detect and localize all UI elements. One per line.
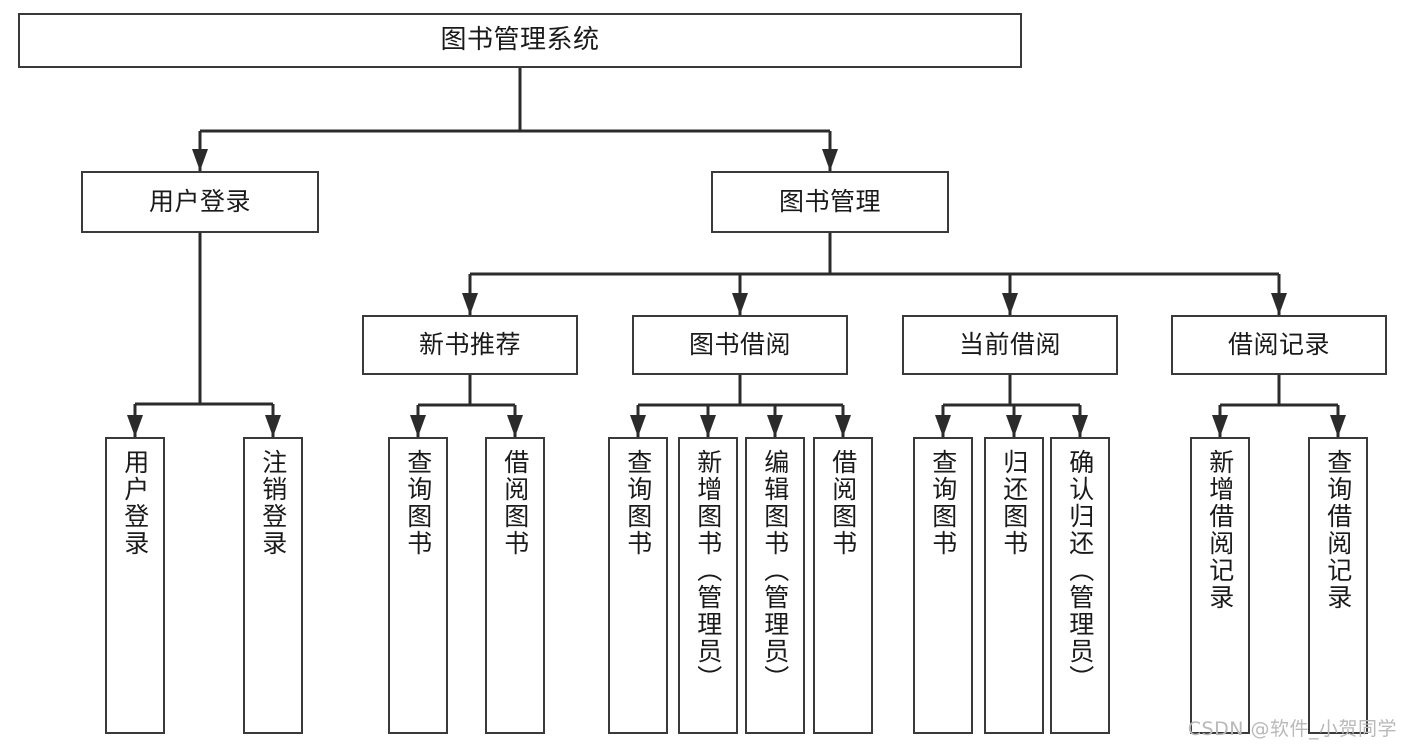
node-label: 新增借阅记录 — [1205, 449, 1235, 611]
node-label: 编辑图书（管理员） — [760, 449, 790, 692]
node-label: 新书推荐 — [418, 330, 521, 360]
node-label: 归还图书 — [999, 449, 1029, 557]
node-label: 确认归还（管理员） — [1065, 449, 1095, 692]
node-label: 新增图书（管理员） — [693, 449, 723, 692]
node-leaf-borrow-book-1[interactable]: 借阅图书 — [485, 437, 545, 734]
node-leaf-edit-book-admin[interactable]: 编辑图书（管理员） — [745, 437, 805, 734]
node-label: 用户登录 — [148, 187, 251, 217]
node-leaf-query-book-3[interactable]: 查询图书 — [913, 437, 973, 734]
node-user-login[interactable]: 用户登录 — [81, 171, 319, 233]
node-book-borrowing[interactable]: 图书借阅 — [632, 315, 848, 375]
node-leaf-borrow-book-2[interactable]: 借阅图书 — [813, 437, 873, 734]
node-leaf-logout[interactable]: 注销登录 — [243, 437, 303, 734]
node-leaf-user-login[interactable]: 用户登录 — [105, 437, 165, 734]
node-label: 查询图书 — [403, 449, 433, 557]
node-label: 图书管理 — [778, 187, 881, 217]
node-book-management[interactable]: 图书管理 — [711, 171, 949, 233]
node-leaf-add-book-admin[interactable]: 新增图书（管理员） — [678, 437, 738, 734]
node-label: 用户登录 — [120, 449, 150, 557]
node-label: 借阅图书 — [500, 449, 530, 557]
node-label: 查询借阅记录 — [1323, 449, 1353, 611]
watermark: CSDN @软件_小贺同学 — [1187, 718, 1397, 740]
node-label: 图书管理系统 — [440, 25, 600, 56]
node-book-management-system[interactable]: 图书管理系统 — [18, 13, 1022, 68]
node-label: 借阅图书 — [828, 449, 858, 557]
node-label: 图书借阅 — [688, 330, 791, 360]
node-leaf-return-book[interactable]: 归还图书 — [984, 437, 1044, 734]
node-label: 查询图书 — [928, 449, 958, 557]
node-current-borrowing[interactable]: 当前借阅 — [902, 315, 1118, 375]
node-label: 注销登录 — [258, 449, 288, 557]
node-leaf-confirm-return-admin[interactable]: 确认归还（管理员） — [1050, 437, 1110, 734]
node-leaf-query-book-2[interactable]: 查询图书 — [608, 437, 668, 734]
node-label: 借阅记录 — [1227, 330, 1330, 360]
node-label: 当前借阅 — [958, 330, 1061, 360]
node-new-book-recommendation[interactable]: 新书推荐 — [362, 315, 578, 375]
node-leaf-add-borrow-record[interactable]: 新增借阅记录 — [1190, 437, 1250, 734]
node-label: 查询图书 — [623, 449, 653, 557]
node-borrow-records[interactable]: 借阅记录 — [1171, 315, 1387, 375]
node-leaf-query-book-1[interactable]: 查询图书 — [388, 437, 448, 734]
node-leaf-query-borrow-record[interactable]: 查询借阅记录 — [1308, 437, 1368, 734]
